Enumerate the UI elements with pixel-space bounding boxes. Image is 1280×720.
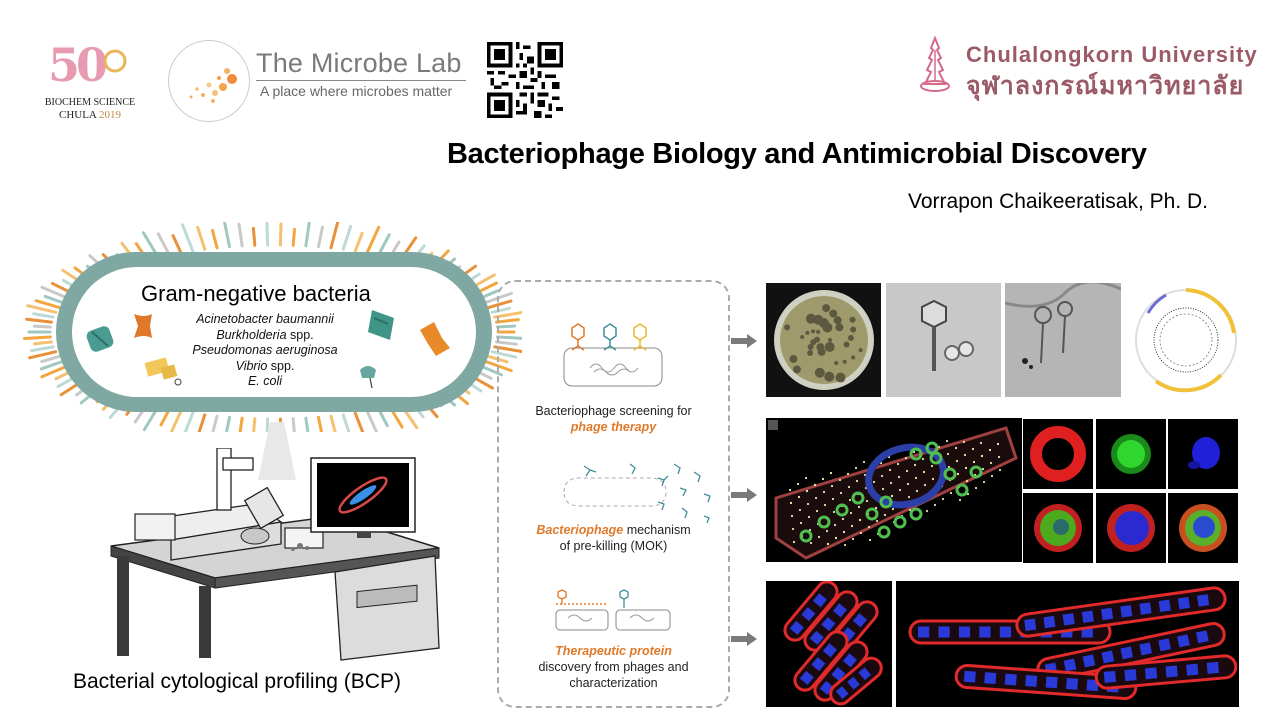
- species-item: E. coli: [247, 374, 283, 388]
- phage-nucleus-3d-image: [766, 418, 1022, 562]
- lab-tagline: A place where microbes matter: [260, 83, 453, 99]
- anniversary-line1: BIOCHEM SCIENCE: [44, 97, 136, 108]
- fluorescence-red-image: [1023, 419, 1093, 489]
- phage-screening-icon: [563, 323, 663, 387]
- anniversary-line2: CHULA 2019: [58, 109, 122, 121]
- species-item: Acinetobacter baumannii: [196, 312, 334, 326]
- lab-name: The Microbe Lab: [256, 48, 462, 78]
- anniversary-number: 50: [48, 38, 108, 92]
- bacteria-heading: Gram-negative bacteria: [141, 281, 371, 306]
- fluorescence-blue-image: [1168, 419, 1238, 489]
- arrow-right-icon: [731, 334, 757, 348]
- protein-orange-left: [134, 314, 152, 338]
- species-item: Vibrio spp.: [235, 358, 295, 373]
- lab-divider: [256, 80, 466, 81]
- fluorescence-green-image: [1096, 419, 1166, 489]
- section-mok-text: Bacteriophage mechanism of pre-killing (…: [536, 523, 691, 553]
- phage-tem-image: [886, 283, 1001, 397]
- cell-interior: [72, 267, 476, 397]
- protein-teal-left: [86, 326, 114, 352]
- author-name: Vorrapon Chaikeeratisak, Ph. D.: [908, 190, 1208, 213]
- university-name-en: Chulalongkorn University: [966, 42, 1258, 67]
- university-name-th: จุฬาลงกรณ์มหาวิทยาลัย: [966, 72, 1245, 100]
- qr-code-icon[interactable]: [487, 42, 563, 118]
- species-item: Pseudomonas aeruginosa: [192, 343, 338, 357]
- fluorescence-merge-image-3: [1168, 493, 1238, 563]
- protein-orange-right: [420, 322, 450, 356]
- fluorescence-merge-image-1: [1023, 493, 1093, 563]
- genome-map-image: [1126, 283, 1244, 397]
- rod-cells-short-image: [766, 581, 892, 707]
- species-item: Burkholderia spp.: [216, 327, 314, 342]
- plaque-plate-image: [766, 283, 881, 397]
- microbe-dots-icon: [189, 68, 237, 103]
- ribbon-icon: [103, 49, 127, 73]
- fluorescence-merge-image-2: [1096, 493, 1166, 563]
- microscope-workstation-illustration: [110, 448, 440, 661]
- bacterium-cell-illustration: [22, 222, 522, 432]
- phage-mok-icon: [563, 463, 711, 524]
- page-title: Bacteriophage Biology and Antimicrobial …: [447, 138, 1147, 170]
- process-panel: [497, 280, 730, 708]
- arrow-right-icon: [731, 632, 757, 646]
- bcp-label: Bacterial cytological profiling (BCP): [73, 670, 401, 693]
- microbe-lab-logo: [168, 40, 250, 122]
- protein-small-teal: [360, 366, 376, 389]
- rod-cells-filament-image: [896, 581, 1239, 707]
- anniversary-logo: 50 BIOCHEM SCIENCE CHULA 2019: [40, 38, 140, 128]
- light-beam: [258, 422, 296, 480]
- arrow-right-icon: [731, 488, 757, 502]
- cryo-em-image: [1005, 283, 1121, 397]
- university-seal-icon: [920, 36, 950, 92]
- species-list: Acinetobacter baumannii Burkholderia spp…: [170, 312, 360, 390]
- protein-teal-right: [368, 310, 394, 340]
- section-screening-text: Bacteriophage screening for phage therap…: [535, 404, 692, 434]
- therapeutic-protein-icon: [555, 589, 671, 631]
- section-protein-text: Therapeutic protein discovery from phage…: [538, 644, 689, 690]
- protein-yellow: [144, 357, 182, 386]
